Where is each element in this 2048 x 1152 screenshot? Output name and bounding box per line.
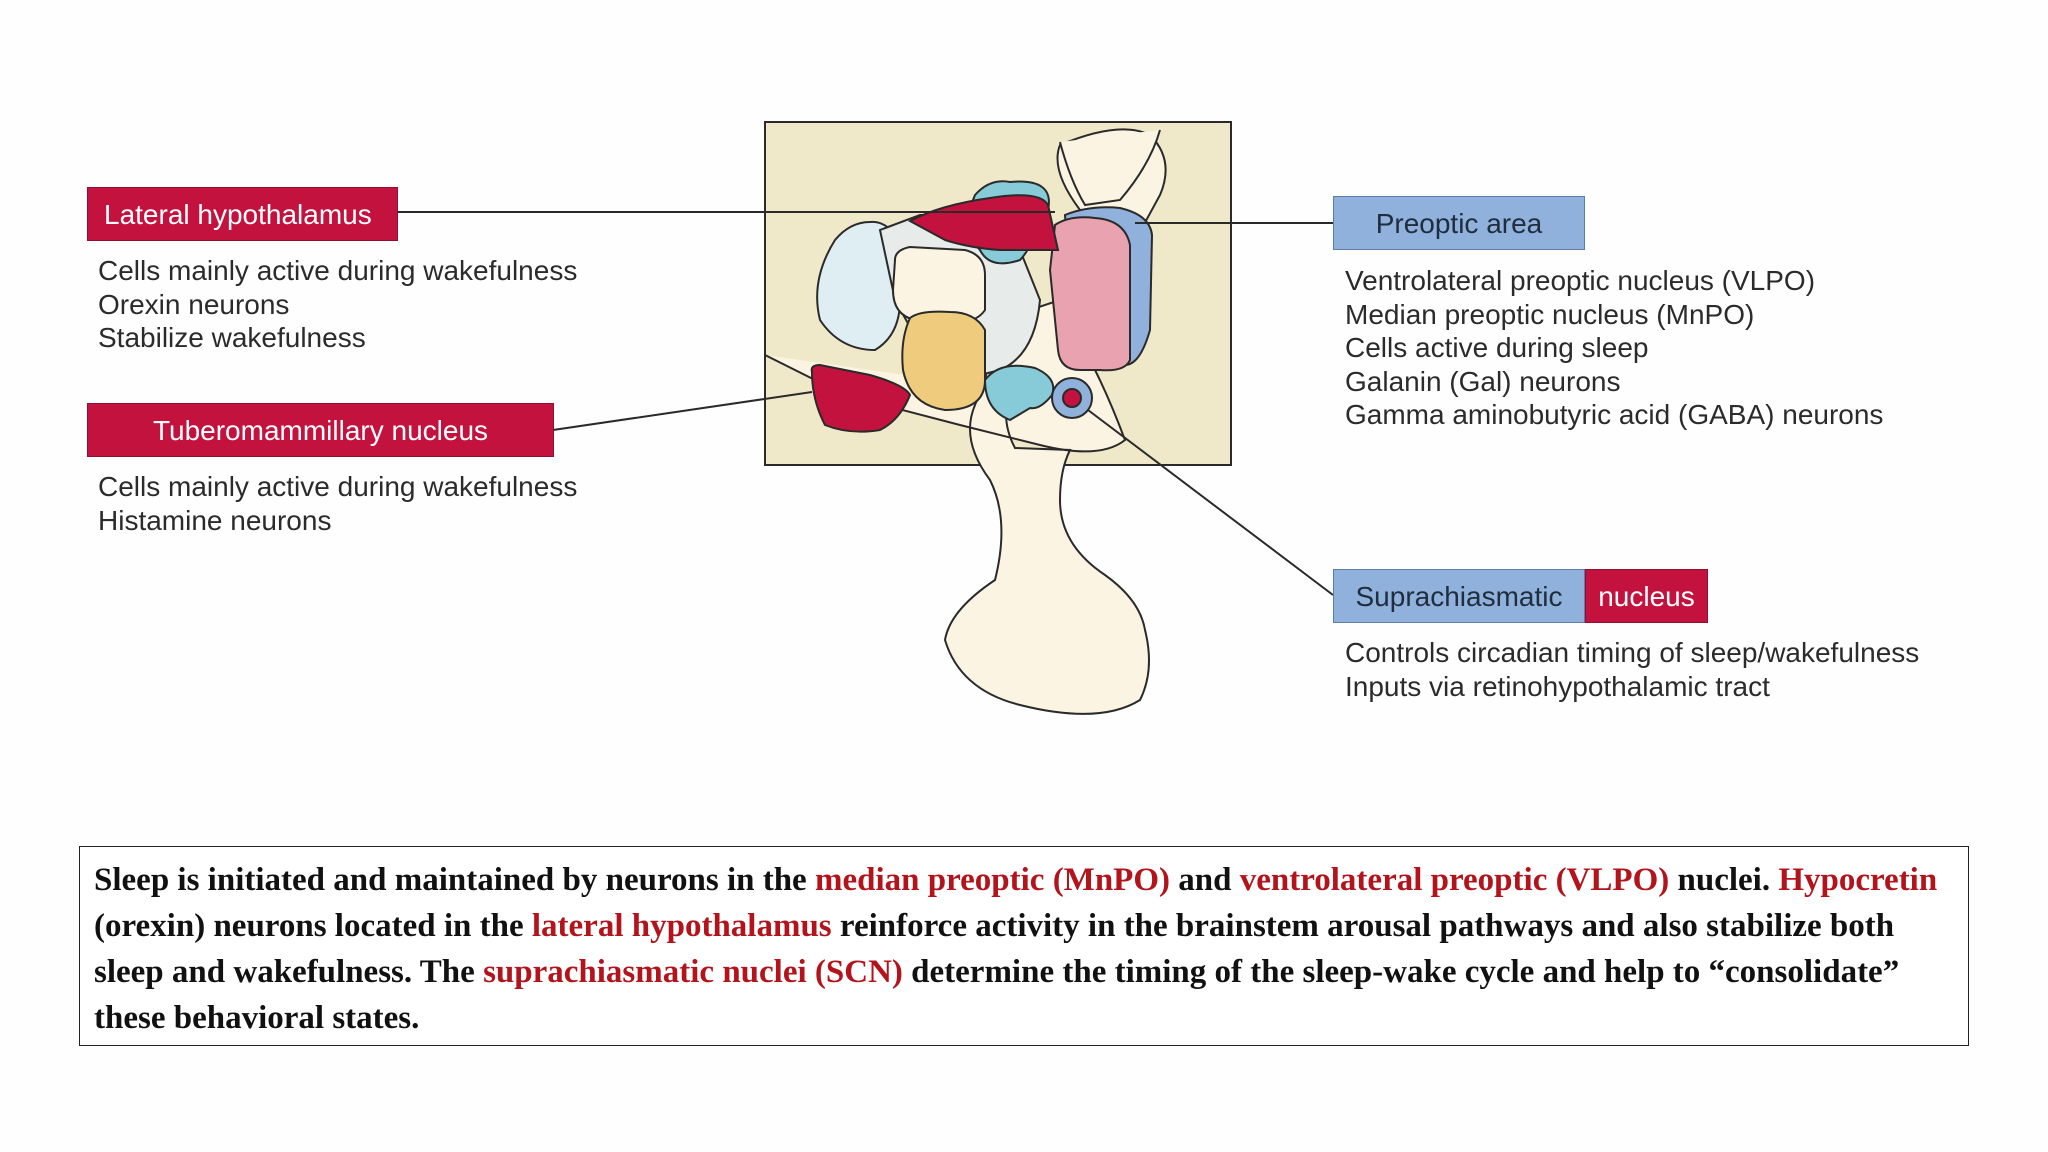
description-line: Median preoptic nucleus (MnPO) bbox=[1345, 298, 1755, 330]
lateral-hypothalamus-title: Lateral hypothalamus bbox=[104, 199, 372, 230]
lateral-hypothalamus-description: Cells mainly active during wakefulness O… bbox=[98, 254, 577, 355]
description-line: Histamine neurons bbox=[98, 504, 332, 536]
cream-region bbox=[891, 245, 986, 323]
light-blue-region bbox=[816, 220, 907, 352]
caption-highlight: Hypocretin bbox=[1778, 862, 1938, 898]
caption-highlight: ventrolateral preoptic (VLPO) bbox=[1239, 862, 1670, 898]
description-line: Gamma aminobutyric acid (GABA) neurons bbox=[1345, 399, 1884, 430]
suprachiasmatic-label: Suprachiasmatic bbox=[1333, 569, 1585, 623]
nucleus-label: nucleus bbox=[1585, 569, 1708, 623]
caption-highlight: lateral hypothalamus bbox=[531, 908, 832, 944]
lateral-hypothalamus-label: Lateral hypothalamus bbox=[87, 187, 398, 241]
preoptic-area-title: Preoptic area bbox=[1375, 208, 1543, 239]
description-line: Stabilize wakefulness bbox=[98, 322, 366, 353]
description-line: Cells mainly active during wakefulness bbox=[98, 471, 578, 502]
yellow-region bbox=[901, 310, 986, 412]
tuberomammillary-title: Tuberomammillary nucleus bbox=[152, 415, 489, 446]
suprachiasmatic-title-part2: nucleus bbox=[1598, 581, 1695, 612]
caption-box: Sleep is initiated and maintained by neu… bbox=[79, 846, 1969, 1046]
description-line: Controls circadian timing of sleep/wakef… bbox=[1345, 637, 1920, 668]
caption-segment: (orexin) neurons located in the bbox=[94, 908, 532, 944]
description-line: Ventrolateral preoptic nucleus (VLPO) bbox=[1345, 265, 1816, 296]
leader-line-tuberomammillary bbox=[552, 391, 813, 431]
description-line: Cells active during sleep bbox=[1345, 332, 1649, 363]
caption-segment: Sleep is initiated and maintained by neu… bbox=[94, 862, 815, 898]
ventricle-outline bbox=[1059, 129, 1161, 207]
caption-segment: determine the timing of the sleep-wake c… bbox=[94, 954, 1900, 1036]
leader-line-scn bbox=[1087, 409, 1334, 596]
description-line: Cells mainly active during wakefulness bbox=[98, 255, 578, 286]
preoptic-area-label: Preoptic area bbox=[1333, 196, 1585, 250]
suprachiasmatic-description: Controls circadian timing of sleep/wakef… bbox=[1345, 636, 1919, 703]
suprachiasmatic-title-part1: Suprachiasmatic bbox=[1355, 581, 1563, 612]
lateral-hypothalamus-shape bbox=[907, 194, 1060, 251]
scn-inner-circle bbox=[1062, 388, 1082, 408]
preoptic-nuclei-shape bbox=[1048, 216, 1131, 372]
caption-segment: reinforce activity in the brainstem arou… bbox=[94, 908, 1895, 990]
caption-highlight: suprachiasmatic nuclei (SCN) bbox=[483, 954, 903, 990]
caption-segment: and bbox=[1170, 862, 1240, 898]
tuberomammillary-description: Cells mainly active during wakefulness H… bbox=[98, 470, 577, 537]
description-line: Inputs via retinohypothalamic tract bbox=[1345, 670, 1770, 702]
caption-segment: nuclei. bbox=[1669, 862, 1779, 898]
description-line: Orexin neurons bbox=[98, 288, 290, 320]
caption-highlight: median preoptic (MnPO) bbox=[814, 862, 1170, 898]
preoptic-area-description: Ventrolateral preoptic nucleus (VLPO) Me… bbox=[1345, 264, 1883, 432]
tuberomammillary-label: Tuberomammillary nucleus bbox=[87, 403, 554, 457]
tuberomammillary-shape bbox=[810, 363, 912, 433]
description-line: Galanin (Gal) neurons bbox=[1345, 365, 1621, 397]
